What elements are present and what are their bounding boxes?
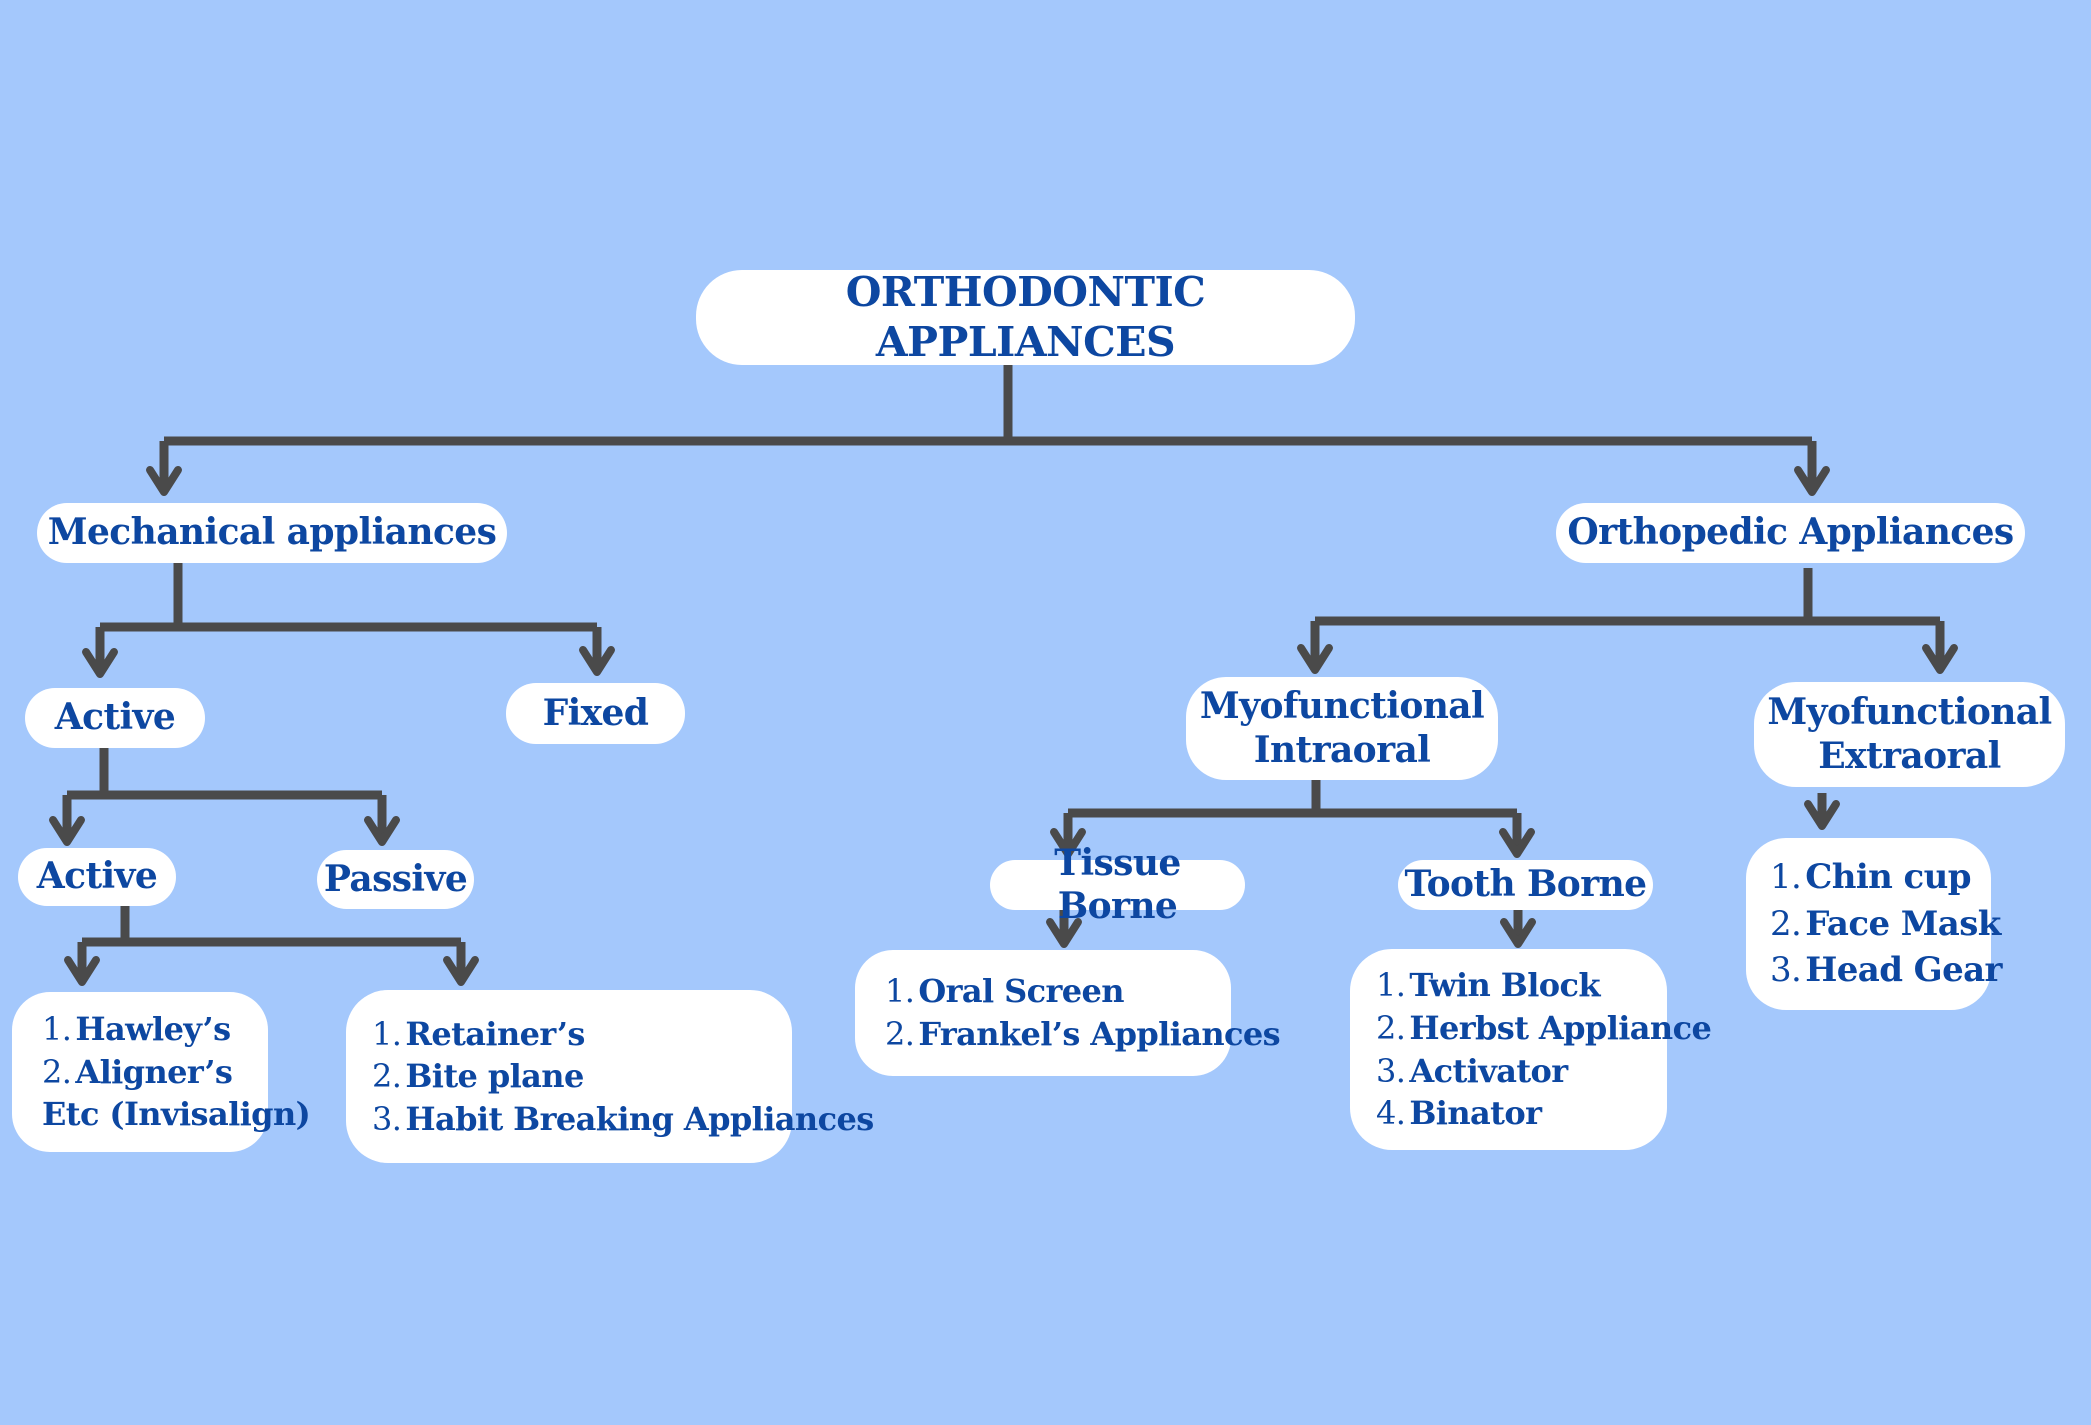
arrowhead-icon	[64, 956, 100, 986]
list-item: 1.Chin cup	[1770, 854, 1972, 901]
list-item-text: Face Mask	[1805, 903, 2001, 944]
active-node: Active	[25, 688, 205, 748]
passive-node: Passive	[317, 850, 474, 909]
passive-appliances-list: 1.Retainer’s 2.Bite plane 3.Habit Breaki…	[346, 990, 874, 1163]
intraoral-title-line2: Intraoral	[1253, 728, 1431, 771]
active-sub-title: Active	[36, 855, 158, 898]
arrowhead-icon	[1804, 800, 1840, 830]
list-item: 1.Hawley’s	[42, 1008, 231, 1051]
list-item: 4.Binator	[1376, 1092, 1542, 1135]
myofunctional-intraoral-node: Myofunctional Intraoral	[1186, 677, 1498, 780]
list-item-text: Retainer’s	[405, 1014, 585, 1053]
arrowhead-icon	[1050, 828, 1086, 858]
list-item-text: Hawley’s	[75, 1010, 231, 1049]
list-item-text: Aligner’s	[75, 1052, 233, 1091]
list-continuation: Etc (Invisalign)	[42, 1095, 311, 1134]
fixed-node: Fixed	[506, 683, 685, 744]
arrowhead-icon	[82, 648, 118, 678]
root-node: ORTHODONTIC APPLIANCES	[696, 268, 1355, 366]
active-appliances-list: 1.Hawley’s 2.Aligner’s Etc (Invisalign)	[12, 992, 311, 1152]
arrowhead-icon	[1297, 644, 1333, 674]
active-title: Active	[54, 696, 176, 739]
tissue-borne-node: Tissue Borne	[990, 842, 1245, 927]
list-item-text: Frankel’s Appliances	[918, 1015, 1281, 1053]
arrowhead-icon	[1794, 466, 1830, 496]
extraoral-title-line1: Myofunctional	[1767, 691, 2052, 734]
arrowhead-icon	[49, 816, 85, 846]
list-item-text: Habit Breaking Appliances	[405, 1099, 874, 1138]
arrowhead-icon	[443, 956, 479, 986]
list-item: 3.Head Gear	[1770, 947, 2002, 994]
list-item-text: Herbst Appliance	[1409, 1008, 1712, 1047]
list-item-text: Oral Screen	[918, 972, 1124, 1011]
fixed-title: Fixed	[542, 691, 649, 734]
list-item: 1.Twin Block	[1376, 964, 1601, 1007]
orthopedic-title: Orthopedic Appliances	[1567, 511, 2014, 554]
arrowhead-icon	[1922, 644, 1958, 674]
list-item: 3.Habit Breaking Appliances	[372, 1098, 874, 1141]
myofunctional-extraoral-node: Myofunctional Extraoral	[1754, 682, 2065, 787]
list-item-text: Chin cup	[1805, 856, 1971, 897]
extraoral-title-line2: Extraoral	[1818, 734, 2001, 777]
mechanical-title: Mechanical appliances	[47, 511, 497, 554]
mechanical-appliances-node: Mechanical appliances	[37, 503, 507, 563]
orthopedic-appliances-node: Orthopedic Appliances	[1556, 503, 2025, 563]
arrowhead-icon	[1499, 828, 1535, 858]
passive-title: Passive	[323, 857, 468, 900]
arrowhead-icon	[1500, 918, 1536, 948]
active-sub-node: Active	[18, 848, 176, 906]
arrowhead-icon	[146, 466, 182, 496]
tissue-borne-title: Tissue Borne	[1054, 841, 1181, 927]
list-item: 2.Bite plane	[372, 1055, 584, 1098]
tooth-borne-list: 1.Twin Block 2.Herbst Appliance 3.Activa…	[1350, 949, 1712, 1150]
tooth-borne-title: Tooth Borne	[1404, 863, 1648, 906]
list-item: 2.Face Mask	[1770, 901, 2001, 948]
arrowhead-icon	[364, 816, 400, 846]
intraoral-title-line1: Myofunctional	[1199, 685, 1485, 728]
list-item-text: Binator	[1409, 1094, 1542, 1133]
list-item-text: Activator	[1409, 1051, 1568, 1090]
list-item: 2.Aligner’s	[42, 1051, 233, 1094]
list-item: 1.Retainer’s	[372, 1013, 585, 1056]
list-item: 3.Activator	[1376, 1050, 1568, 1093]
list-item-text: Head Gear	[1805, 950, 2002, 991]
arrowhead-icon	[579, 646, 615, 676]
tooth-borne-node: Tooth Borne	[1398, 860, 1653, 910]
root-title: ORTHODONTIC APPLIANCES	[845, 268, 1206, 366]
arrowhead-icon	[1046, 918, 1082, 948]
list-item-text: Bite plane	[405, 1057, 584, 1096]
list-item: 2.Herbst Appliance	[1376, 1007, 1712, 1050]
extraoral-list: 1.Chin cup 2.Face Mask 3.Head Gear	[1746, 838, 2002, 1010]
list-item: 2.Frankel’s Appliances	[885, 1013, 1281, 1056]
tissue-borne-list: 1.Oral Screen 2.Frankel’s Appliances	[855, 950, 1281, 1076]
list-item-text: Twin Block	[1409, 966, 1600, 1005]
list-item: 1.Oral Screen	[885, 970, 1125, 1013]
